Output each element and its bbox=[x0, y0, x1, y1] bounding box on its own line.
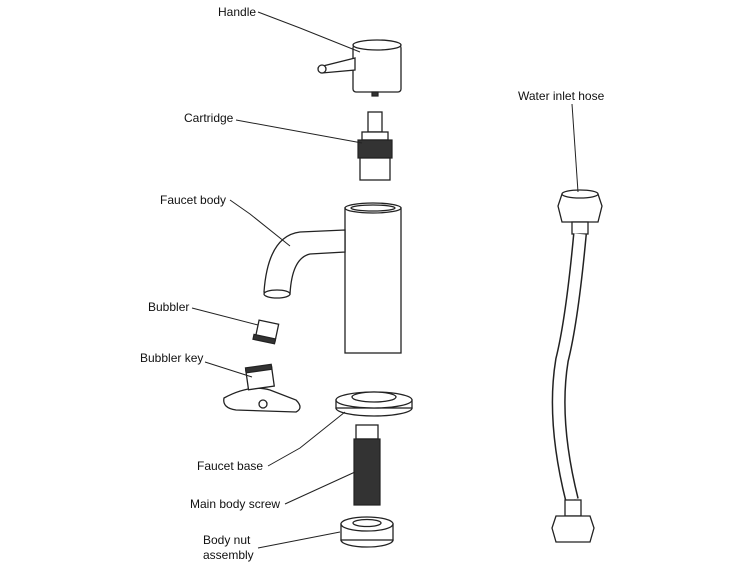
label-bubbler: Bubbler bbox=[148, 300, 189, 314]
body-nut-assembly-part bbox=[340, 516, 394, 548]
handle-part bbox=[317, 39, 402, 97]
label-body-nut-line1: Body nut bbox=[203, 533, 251, 547]
leader-water-inlet-hose bbox=[571, 103, 579, 193]
water-inlet-hose-part bbox=[551, 189, 603, 543]
label-faucet-body: Faucet body bbox=[160, 193, 226, 207]
label-faucet-base: Faucet base bbox=[197, 459, 263, 473]
leader-body-nut bbox=[257, 531, 341, 549]
cartridge-part bbox=[357, 111, 393, 181]
bubbler-key-part bbox=[223, 363, 301, 413]
bubbler-part bbox=[252, 319, 280, 345]
label-body-nut-line2: assembly bbox=[203, 548, 254, 562]
faucet-body-part bbox=[263, 202, 402, 354]
faucet-base-part bbox=[335, 391, 413, 417]
label-water-inlet-hose: Water inlet hose bbox=[518, 89, 605, 103]
label-cartridge: Cartridge bbox=[184, 111, 234, 125]
leader-cartridge bbox=[235, 119, 363, 144]
leader-handle bbox=[257, 11, 361, 53]
main-body-screw-part bbox=[353, 424, 381, 506]
leader-bubbler bbox=[191, 307, 259, 326]
leader-bubbler-key bbox=[204, 361, 253, 378]
label-bubbler-key: Bubbler key bbox=[140, 351, 203, 365]
leader-faucet-base bbox=[267, 411, 346, 467]
label-handle: Handle bbox=[218, 5, 256, 19]
leader-faucet-body bbox=[229, 199, 291, 247]
label-main-body-screw: Main body screw bbox=[190, 497, 280, 511]
leader-main-body-screw bbox=[284, 471, 356, 505]
